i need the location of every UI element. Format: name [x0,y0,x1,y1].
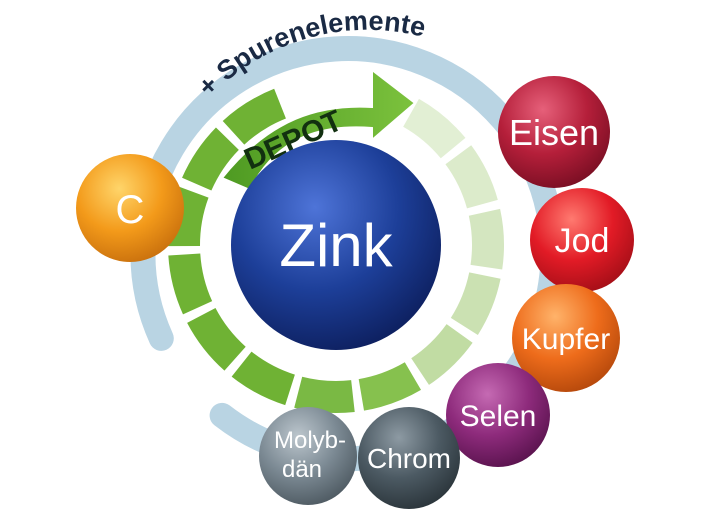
molybdaen-ball [259,407,357,505]
depot-segment [231,351,295,406]
depot-segment [168,253,213,315]
depot-segment-pale [403,98,466,159]
depot-segment [222,88,286,145]
molybdaen-label-line1: Molyb- [274,427,346,454]
eisen-ball [498,76,610,188]
depot-segment [358,362,422,411]
vitamin-c-label: C [116,188,145,232]
depot-segment [182,127,239,191]
jod-label: Jod [555,222,610,260]
depot-segment-pale [411,324,473,385]
depot-segment [187,308,246,371]
molybdaen-label-line2: dän [282,456,322,483]
selen-ball [446,363,550,467]
chrom-label: Chrom [367,443,451,474]
zink-ball [231,140,441,350]
vitamin-c-ball [76,154,184,262]
jod-ball [530,188,634,292]
depot-segment-pale [450,272,501,336]
eisen-label: Eisen [509,112,599,153]
depot-ring [167,88,504,413]
kupfer-label: Kupfer [522,323,610,356]
depot-segment [294,376,355,413]
kupfer-ball [512,284,620,392]
depot-segment-pale [445,145,498,209]
zink-label: Zink [279,212,393,279]
depot-segment-pale [468,208,504,270]
depot-arrow [220,67,417,192]
chrom-ball [358,407,460,509]
selen-label: Selen [460,400,537,433]
